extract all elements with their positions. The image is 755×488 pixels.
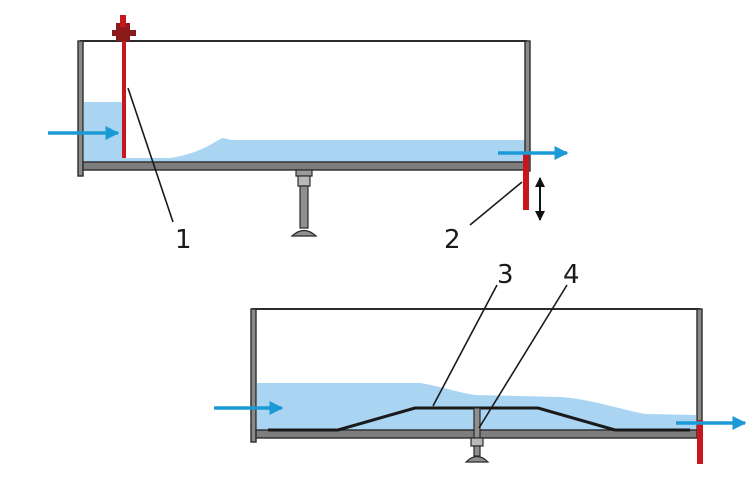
top-floor: [82, 161, 526, 171]
label-1: 1: [175, 225, 192, 255]
bottom-right-post: [696, 308, 703, 430]
label-2: 2: [444, 225, 461, 255]
bottom-tail-gate: [697, 420, 703, 464]
gate-1: [112, 15, 136, 158]
bottom-channel: [214, 308, 747, 464]
bottom-left-post: [250, 308, 257, 443]
plate-post-4: [473, 407, 481, 439]
leader-4: [478, 284, 568, 429]
label-4: 4: [563, 260, 580, 290]
leader-2: [469, 181, 523, 226]
label-3: 3: [497, 260, 514, 290]
top-left-post: [77, 40, 84, 177]
leader-3: [432, 284, 498, 407]
top-support: [290, 169, 318, 237]
bottom-support: [464, 437, 490, 463]
gate-2: [523, 152, 529, 210]
top-channel: [48, 15, 569, 237]
top-water: [84, 102, 525, 162]
leader-1: [127, 87, 174, 223]
